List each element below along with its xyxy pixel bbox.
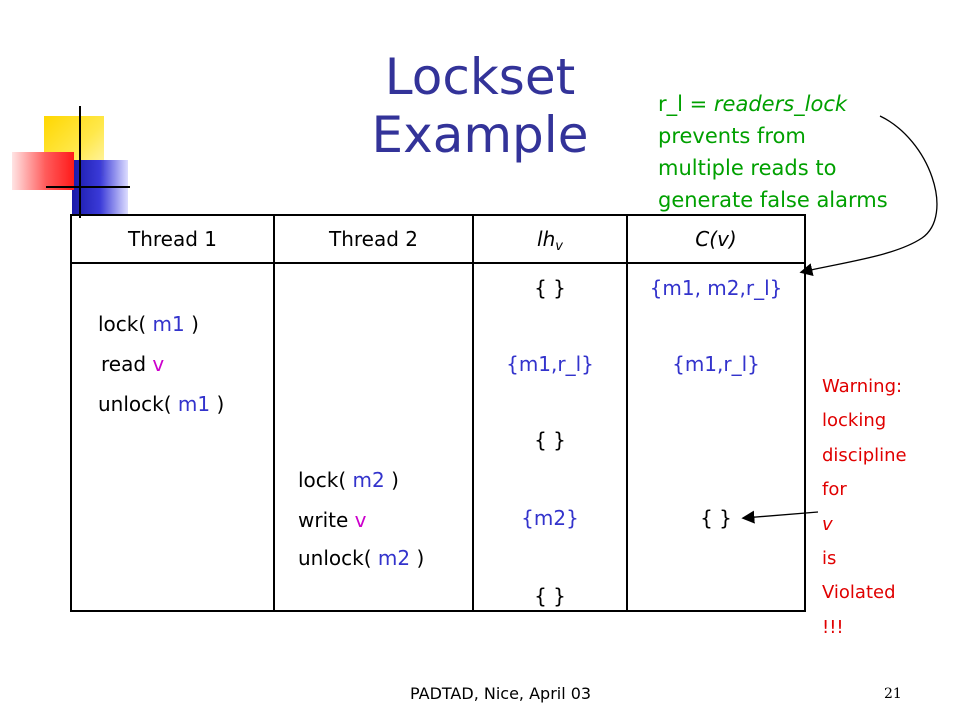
warning-line5: Violated [822, 582, 896, 604]
t2-unlock-m2: unlock( m2 ) [298, 546, 424, 570]
lockset-table: Thread 1 Thread 2 lhv C(v) lock( m1 ) re… [70, 214, 806, 612]
warning-line2: locking [822, 410, 887, 432]
table-divider [626, 216, 628, 610]
t1-lock-m1: lock( m1 ) [98, 312, 199, 336]
t1-read-var: v [152, 352, 165, 376]
t1-lock-end: ) [184, 312, 199, 336]
t2-lock-end: ) [384, 468, 399, 492]
t2-write-var: v [354, 508, 367, 532]
header-lockset-held: lhv [474, 216, 626, 262]
t1-read-v: read v [101, 352, 164, 376]
t1-unlock-arg: m1 [177, 392, 211, 416]
table-header-divider [72, 262, 804, 264]
header-thread-1: Thread 1 [127, 227, 217, 251]
t2-unlock-end: ) [410, 546, 425, 570]
lh-value: { } [534, 276, 566, 300]
t2-write-v: write v [298, 508, 366, 532]
decorative-horizontal-line [46, 186, 130, 188]
note-line2: prevents from [658, 124, 806, 148]
table-divider [472, 216, 474, 610]
t2-write-keyword: write [298, 508, 355, 532]
note-arrow [799, 115, 938, 276]
page-number: 21 [884, 686, 902, 702]
t1-unlock-end: ) [210, 392, 225, 416]
slide-title-line1: Lockset [384, 48, 576, 106]
note-line4: generate false alarms [658, 188, 888, 212]
table-divider [273, 216, 275, 610]
warning-line4-post: is [822, 548, 837, 570]
note-term: readers_lock [713, 92, 848, 116]
header-lh-text: lh [537, 227, 556, 251]
cv-value: {m1, m2,r_l} [649, 276, 783, 300]
t1-unlock-m1: unlock( m1 ) [98, 392, 224, 416]
t2-lock-arg: m2 [352, 468, 385, 492]
t1-lock-arg: m1 [152, 312, 185, 336]
t2-unlock-keyword: unlock( [298, 546, 378, 570]
decorative-red-bar [12, 152, 74, 190]
t1-unlock-keyword: unlock( [98, 392, 178, 416]
warning-line6: !!! [822, 616, 844, 638]
lh-value: { } [534, 584, 566, 608]
warning-line4: for v is [822, 473, 942, 576]
header-lh-subscript: v [555, 239, 563, 254]
lh-value: {m1,r_l} [506, 352, 594, 376]
cv-value: {m1,r_l} [672, 352, 760, 376]
warning-line1: Warning: [822, 376, 903, 397]
slide-footer: PADTAD, Nice, April 03 [410, 684, 592, 703]
violation-warning: Warning: locking discipline for v is Vio… [822, 370, 942, 645]
header-thread-2: Thread 2 [328, 227, 418, 251]
lh-value: {m2} [521, 506, 579, 530]
warning-line4-pre: for [822, 479, 847, 501]
slide-title-line2: Example [371, 106, 589, 164]
t2-lock-keyword: lock( [298, 468, 353, 492]
lh-value: { } [534, 428, 566, 452]
warning-line4-var: v [822, 513, 833, 535]
note-prefix: r_l = [658, 92, 714, 116]
cv-value: { } [700, 506, 732, 530]
header-candidate-set: C(v) [695, 227, 737, 251]
slide-title: Lockset Example [330, 48, 630, 164]
t1-lock-keyword: lock( [98, 312, 153, 336]
t2-unlock-arg: m2 [377, 546, 411, 570]
note-line3: multiple reads to [658, 156, 837, 180]
readers-lock-note: r_l = readers_lock prevents from multipl… [658, 88, 948, 216]
decorative-vertical-line [79, 106, 81, 218]
t1-read-keyword: read [101, 352, 153, 376]
warning-line3: discipline [822, 444, 907, 466]
t2-lock-m2: lock( m2 ) [298, 468, 399, 492]
